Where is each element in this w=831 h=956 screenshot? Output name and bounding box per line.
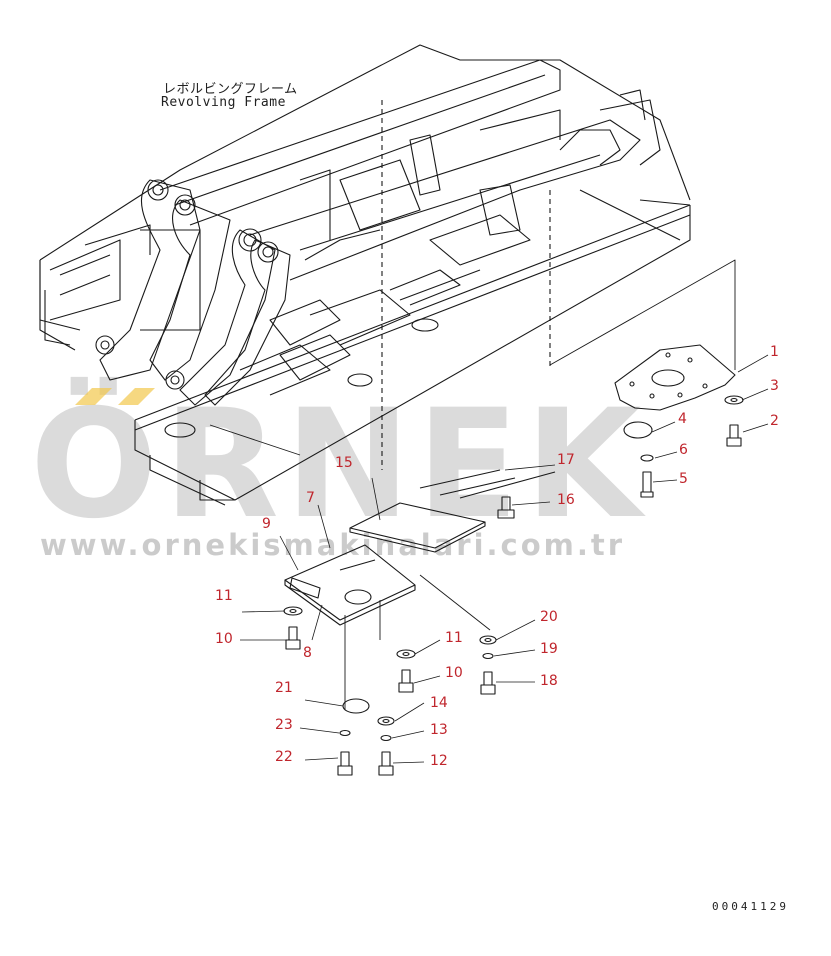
part6-washer xyxy=(640,454,654,462)
callout-3: 3 xyxy=(770,378,779,394)
callout-9: 9 xyxy=(262,516,271,532)
callout-11-left: 11 xyxy=(215,588,233,604)
callout-19: 19 xyxy=(540,641,558,657)
left-deck-details xyxy=(39,224,151,346)
part15-plate xyxy=(349,469,556,553)
callout-11-mid: 11 xyxy=(445,630,463,646)
watermark-brand: ÖRNEK xyxy=(30,378,648,552)
boom-mount-plates xyxy=(95,179,291,406)
right-end-details xyxy=(579,89,691,241)
part12-bolt xyxy=(378,751,394,776)
title-japanese: レボルビングフレーム xyxy=(163,82,298,97)
part20-washer xyxy=(479,635,497,645)
part4-plug xyxy=(623,421,653,439)
part18-bolt xyxy=(480,671,496,695)
part22-bolt xyxy=(337,751,353,776)
callout-18: 18 xyxy=(540,673,558,689)
part14-washer xyxy=(377,716,395,726)
callout-2: 2 xyxy=(770,413,779,429)
part16-bolt xyxy=(497,496,515,519)
callout-21: 21 xyxy=(275,680,293,696)
leader-lines xyxy=(209,259,736,710)
interior-cross-members xyxy=(164,109,561,438)
title-english: Revolving Frame xyxy=(161,95,286,110)
part19-washer xyxy=(482,652,494,660)
callout-10-left: 10 xyxy=(215,631,233,647)
callout-23: 23 xyxy=(275,717,293,733)
boom-arms xyxy=(159,59,641,281)
callout-8: 8 xyxy=(303,645,312,661)
part11-washer-mid xyxy=(396,649,416,659)
callout-13: 13 xyxy=(430,722,448,738)
callout-20: 20 xyxy=(540,609,558,625)
callout-7: 7 xyxy=(306,490,315,506)
part13-washer xyxy=(380,734,392,742)
part3-washer xyxy=(724,395,744,405)
callout-12: 12 xyxy=(430,753,448,769)
callout-6: 6 xyxy=(679,442,688,458)
document-number: 00041129 xyxy=(712,900,789,913)
part11-washer-left xyxy=(283,606,303,616)
part23-washer xyxy=(339,729,351,737)
callout-10-mid: 10 xyxy=(445,665,463,681)
part21-plug xyxy=(342,698,370,714)
callout-17: 17 xyxy=(557,452,575,468)
part9-plate xyxy=(284,544,416,626)
callout-14: 14 xyxy=(430,695,448,711)
callout-leaders xyxy=(240,354,769,764)
part10-bolt-left xyxy=(285,626,301,650)
callout-5: 5 xyxy=(679,471,688,487)
part5-bolt xyxy=(640,471,654,498)
callout-15: 15 xyxy=(335,455,353,471)
part1-cover-plate xyxy=(614,344,736,411)
watermark-url: www.ornekismakinalari.com.tr xyxy=(40,528,626,562)
part10-bolt-mid xyxy=(398,669,414,693)
callout-1: 1 xyxy=(770,344,779,360)
callout-22: 22 xyxy=(275,749,293,765)
callout-16: 16 xyxy=(557,492,575,508)
callout-4: 4 xyxy=(678,411,687,427)
center-dash-line xyxy=(381,100,551,470)
frame-rails xyxy=(39,44,691,506)
part2-bolt xyxy=(726,424,742,447)
